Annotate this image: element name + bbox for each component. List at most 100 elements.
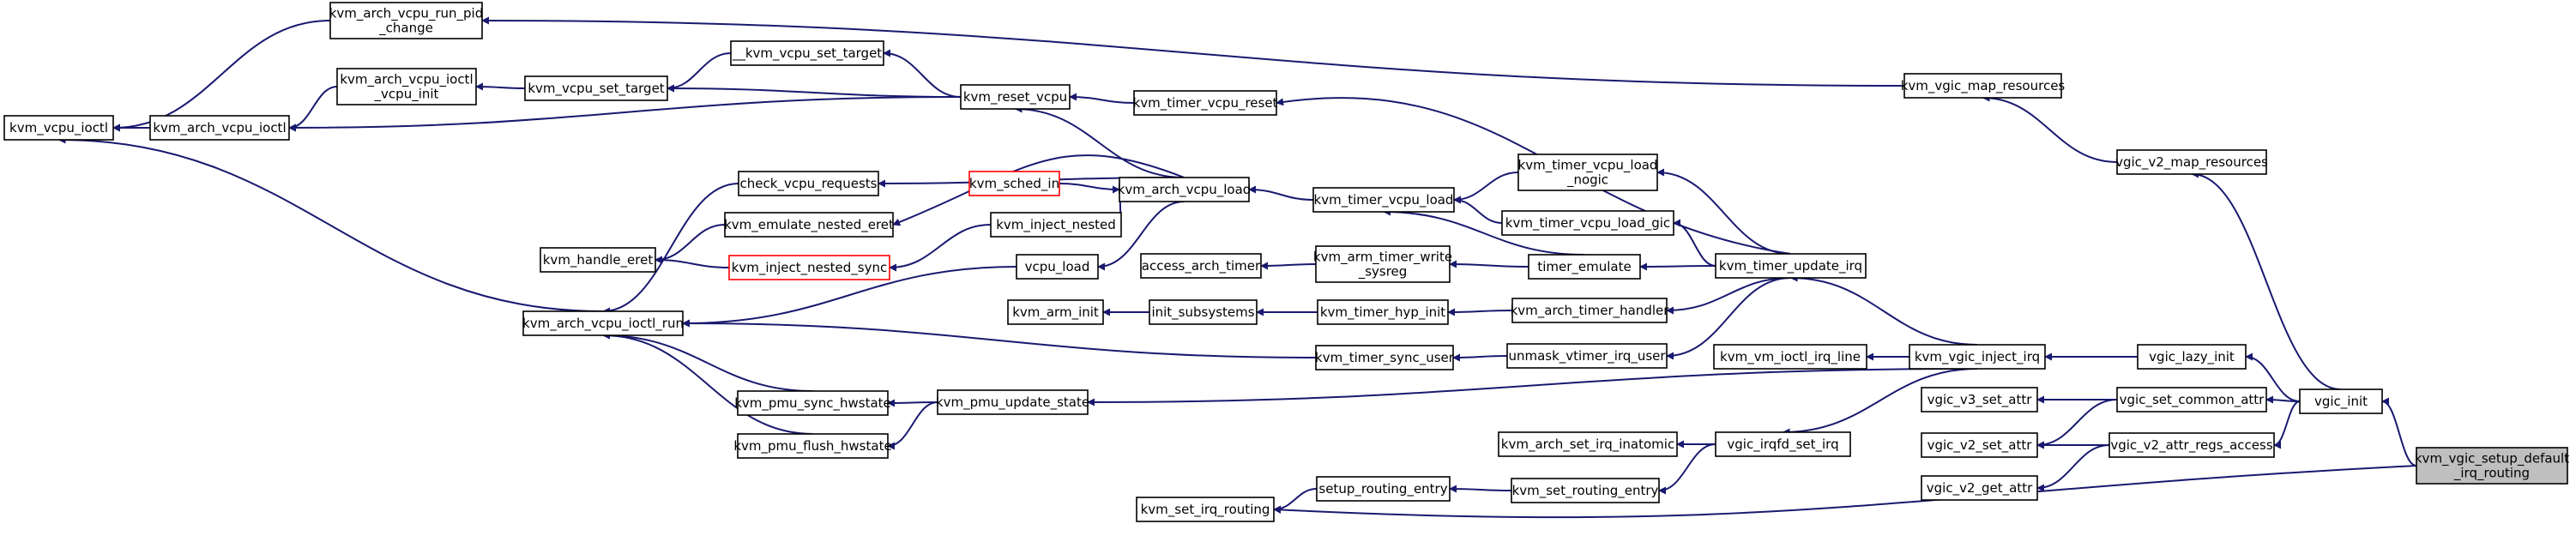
node-vgic-v2-get-attr[interactable]: vgic_v2_get_attr: [1921, 475, 2038, 501]
node-kvm-handle-eret[interactable]: kvm_handle_eret: [540, 247, 656, 273]
node-label: kvm_timer_hyp_init: [1320, 304, 1445, 321]
edge-vgic-init-to-vgic-v2-attr-regs-access: [2273, 400, 2301, 449]
node-box: [1501, 210, 1674, 236]
node-label: kvm_arch_vcpu_load: [1118, 182, 1252, 198]
node-init-subsystems[interactable]: init_subsystems: [1149, 299, 1258, 325]
node-kvm-arch-vcpu-ioctl-run[interactable]: kvm_arch_vcpu_ioctl_run: [522, 310, 684, 336]
node-label: _sysreg: [1358, 264, 1408, 280]
node-label: kvm_vgic_inject_irq: [1915, 349, 2040, 365]
node-kvm-reset-vcpu[interactable]: kvm_reset_vcpu: [960, 84, 1071, 110]
node-kvm-timer-vcpu-reset[interactable]: kvm_timer_vcpu_reset: [1133, 90, 1278, 116]
node-label: kvm_timer_sync_user: [1315, 350, 1455, 366]
node-kvm-arch-vcpu-ioctl[interactable]: kvm_arch_vcpu_ioctl: [149, 115, 290, 141]
node-vgic-v2-set-attr[interactable]: vgic_v2_set_attr: [1921, 432, 2038, 458]
node-kvm-timer-hyp-init[interactable]: kvm_timer_hyp_init: [1317, 299, 1449, 325]
node-box: [1903, 73, 2062, 99]
node-vgic-irqfd-set-irq[interactable]: vgic_irqfd_set_irq: [1715, 431, 1851, 457]
node-box: [1016, 254, 1099, 280]
node-kvm-vcpu-set-target[interactable]: kvm_vcpu_set_target: [524, 75, 668, 101]
node-kvm-emulate-nested-eret[interactable]: kvm_emulate_nested_eret: [724, 212, 894, 238]
edge-vgic-v2-map-resources-to-kvm-vgic-map-resources: [1982, 93, 2118, 163]
node-vgic-v2-map-resources[interactable]: vgic_v2_map_resources: [2115, 149, 2268, 175]
node-box: [2116, 149, 2267, 175]
node-vgic-set-common-attr[interactable]: vgic_set_common_attr: [2116, 387, 2267, 413]
edge-kvm-timer-vcpu-reset-to-kvm-reset-vcpu: [1069, 93, 1135, 104]
node-kvm-sched-in[interactable]: kvm_sched_in: [968, 171, 1060, 196]
edge-vgic-init-to-vgic-set-common-attr: [2265, 395, 2301, 404]
node-box: [1511, 478, 1660, 503]
node-label: kvm_timer_vcpu_reset: [1133, 95, 1278, 111]
node-label: kvm_arch_set_irq_inatomic: [1501, 437, 1674, 453]
edge-unmask-vtimer-irq-user-to-kvm-timer-sync-user: [1452, 353, 1508, 362]
node-kvm-vgic-inject-irq[interactable]: kvm_vgic_inject_irq: [1909, 344, 2046, 370]
node-box: [1511, 298, 1668, 323]
edge-kvm-timer-vcpu-load-to-kvm-arch-vcpu-load: [1248, 185, 1314, 201]
node-kvm-inject-nested-sync[interactable]: kvm_inject_nested_sync: [728, 255, 890, 280]
node-label: kvm_arm_init: [1012, 304, 1099, 321]
node-vcpu-load[interactable]: vcpu_load: [1016, 254, 1099, 280]
node-vgic-v2-attr-regs-access[interactable]: vgic_v2_attr_regs_access: [2108, 432, 2275, 458]
node-label: kvm_emulate_nested_eret: [724, 217, 894, 233]
node-access-arch-timer[interactable]: access_arch_timer: [1140, 253, 1262, 279]
node-kvm-set-irq-routing[interactable]: kvm_set_irq_routing: [1136, 497, 1275, 522]
edge---kvm-vcpu-set-target-to-kvm-vcpu-set-target: [667, 52, 732, 93]
node-box: [724, 212, 894, 238]
node-vgic-v3-set-attr[interactable]: vgic_v3_set_attr: [1921, 387, 2038, 413]
node-box: [1140, 253, 1262, 279]
node-label: _nogic: [1566, 172, 1608, 189]
edge-vgic-v2-attr-regs-access-to-vgic-v2-get-attr: [2036, 444, 2110, 492]
node-box: [737, 433, 889, 459]
node-box: [968, 171, 1060, 196]
node-kvm-timer-update-irq[interactable]: kvm_timer_update_irq: [1715, 253, 1867, 279]
node-label: _change: [378, 21, 433, 37]
edge-setup-routing-entry-to-kvm-set-irq-routing: [1273, 488, 1318, 514]
node-unmask-vtimer-irq-user[interactable]: unmask_vtimer_irq_user: [1506, 343, 1668, 369]
edge-kvm-vgic-inject-irq-to-kvm-pmu-update-state: [1087, 368, 1978, 407]
node-kvm-timer-vcpu-load-gic[interactable]: kvm_timer_vcpu_load_gic: [1501, 210, 1674, 236]
node-root[interactable]: kvm_vgic_setup_default_irq_routing: [2415, 447, 2569, 485]
node-kvm-arch-timer-handler[interactable]: kvm_arch_timer_handler: [1511, 298, 1670, 323]
node-kvm-arm-timer-write-sysreg[interactable]: kvm_arm_timer_write_sysreg: [1313, 245, 1452, 283]
node-label: kvm_vgic_setup_default: [2415, 451, 2569, 467]
node-kvm-vgic-map-resources[interactable]: kvm_vgic_map_resources: [1901, 73, 2066, 99]
edge-vgic-init-to-vgic-v2-map-resources: [2191, 170, 2342, 390]
node-timer-emulate[interactable]: timer_emulate: [1528, 254, 1641, 280]
node-label: kvm_inject_nested_sync: [732, 260, 888, 276]
edge-kvm-pmu-update-state-to-kvm-pmu-sync-hwstate: [887, 399, 938, 407]
node-kvm-timer-sync-user[interactable]: kvm_timer_sync_user: [1315, 345, 1455, 370]
node-label: kvm_pmu_update_state: [936, 394, 1089, 411]
node---kvm-vcpu-set-target[interactable]: __kvm_vcpu_set_target: [730, 40, 884, 66]
edge-kvm-vgic-inject-irq-to-vgic-irqfd-set-irq: [1782, 368, 1978, 437]
node-vgic-init[interactable]: vgic_init: [2299, 388, 2383, 414]
node-kvm-vm-ioctl-irq-line[interactable]: kvm_vm_ioctl_irq_line: [1713, 344, 1867, 370]
node-kvm-arm-init[interactable]: kvm_arm_init: [1007, 299, 1104, 325]
node-kvm-pmu-sync-hwstate[interactable]: kvm_pmu_sync_hwstate: [734, 390, 891, 416]
node-box: [1312, 187, 1455, 213]
node-box: [1715, 253, 1867, 279]
node-kvm-vcpu-ioctl[interactable]: kvm_vcpu_ioctl: [3, 115, 114, 141]
node-kvm-pmu-update-state[interactable]: kvm_pmu_update_state: [936, 389, 1089, 415]
node-setup-routing-entry[interactable]: setup_routing_entry: [1316, 476, 1451, 502]
node-kvm-timer-vcpu-load-nogic[interactable]: kvm_timer_vcpu_load_nogic: [1517, 154, 1658, 191]
node-label: kvm_arch_vcpu_ioctl: [340, 72, 473, 88]
edge-vcpu-load-to-kvm-arch-vcpu-ioctl-run: [682, 266, 1017, 328]
node-kvm-arch-set-irq-inatomic[interactable]: kvm_arch_set_irq_inatomic: [1498, 431, 1678, 457]
node-kvm-arch-vcpu-load[interactable]: kvm_arch_vcpu_load: [1118, 177, 1252, 202]
node-label: kvm_arm_timer_write: [1313, 250, 1452, 266]
node-kvm-arch-vcpu-run-pid-change[interactable]: kvm_arch_vcpu_run_pid_change: [329, 2, 484, 39]
node-kvm-inject-nested[interactable]: kvm_inject_nested: [990, 212, 1122, 238]
node-label: kvm_arch_vcpu_ioctl: [153, 120, 286, 136]
node-kvm-set-routing-entry[interactable]: kvm_set_routing_entry: [1511, 478, 1660, 503]
node-check-vcpu-requests[interactable]: check_vcpu_requests: [738, 171, 879, 196]
node-kvm-timer-vcpu-load[interactable]: kvm_timer_vcpu_load: [1312, 187, 1455, 213]
node-box: [728, 255, 890, 280]
edges: [57, 16, 2417, 519]
node-kvm-arch-vcpu-ioctl-vcpu-init[interactable]: kvm_arch_vcpu_ioctl_vcpu_init: [336, 68, 477, 105]
node-vgic-lazy-init[interactable]: vgic_lazy_init: [2137, 344, 2247, 370]
node-label: kvm_timer_update_irq: [1719, 258, 1862, 274]
node-box: [937, 389, 1089, 415]
edge-kvm-sched-in-to-kvm-arch-vcpu-load: [1059, 183, 1120, 194]
node-box: [1317, 299, 1449, 325]
node-kvm-pmu-flush-hwstate[interactable]: kvm_pmu_flush_hwstate: [733, 433, 892, 459]
